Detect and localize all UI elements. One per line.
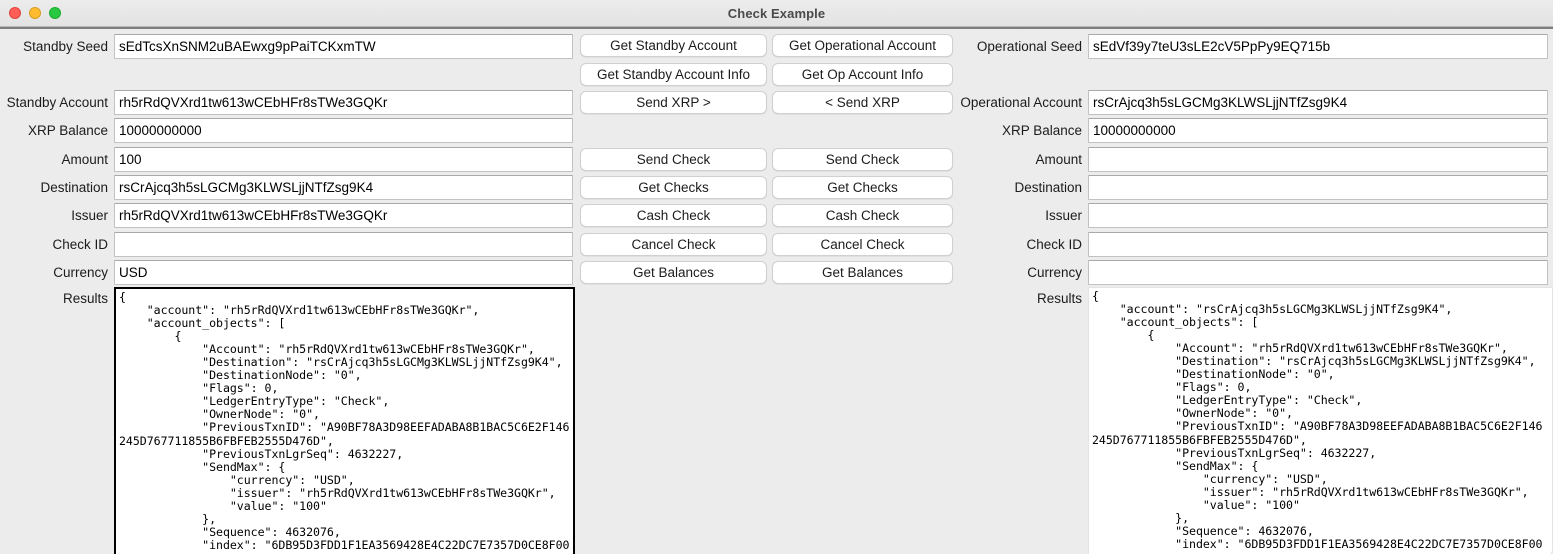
operational-seed-label: Operational Seed <box>976 39 1082 54</box>
operational-get-balances-button[interactable]: Get Balances <box>772 261 953 284</box>
get-standby-account-info-button[interactable]: Get Standby Account Info <box>580 63 767 86</box>
standby-currency-input[interactable]: USD <box>114 260 573 285</box>
standby-check-id-label: Check ID <box>52 237 108 252</box>
standby-currency-label: Currency <box>53 265 108 280</box>
standby-destination-input[interactable]: rsCrAjcq3h5sLGCMg3KLWSLjjNTfZsg9K4 <box>114 175 573 200</box>
main-content: Standby Seed sEdTcsXnSNM2uBAEwxg9pPaiTCK… <box>0 27 1553 554</box>
operational-results-label: Results <box>1036 291 1082 306</box>
operational-amount-input[interactable] <box>1088 147 1548 172</box>
close-button[interactable] <box>9 7 21 19</box>
standby-results-label: Results <box>62 291 108 306</box>
standby-destination-label: Destination <box>40 180 108 195</box>
traffic-light-controls <box>9 7 61 19</box>
operational-seed-input[interactable]: sEdVf39y7teU3sLE2cV5PpPy9EQ715b <box>1088 34 1548 59</box>
operational-xrp-balance-label: XRP Balance <box>1001 123 1082 138</box>
standby-cancel-check-button[interactable]: Cancel Check <box>580 233 767 256</box>
operational-issuer-label: Issuer <box>1045 208 1082 223</box>
standby-amount-label: Amount <box>61 152 108 167</box>
standby-amount-input[interactable]: 100 <box>114 147 573 172</box>
operational-xrp-balance-input[interactable]: 10000000000 <box>1088 118 1548 143</box>
get-standby-account-button[interactable]: Get Standby Account <box>580 34 767 57</box>
operational-cash-check-button[interactable]: Cash Check <box>772 204 953 227</box>
standby-cash-check-button[interactable]: Cash Check <box>580 204 767 227</box>
standby-seed-input[interactable]: sEdTcsXnSNM2uBAEwxg9pPaiTCKxmTW <box>114 34 573 59</box>
operational-destination-label: Destination <box>1014 180 1082 195</box>
operational-get-checks-button[interactable]: Get Checks <box>772 176 953 199</box>
operational-issuer-input[interactable] <box>1088 203 1548 228</box>
standby-check-id-input[interactable] <box>114 232 573 257</box>
standby-account-label: Standby Account <box>6 95 108 110</box>
operational-check-id-input[interactable] <box>1088 232 1548 257</box>
zoom-button[interactable] <box>49 7 61 19</box>
window-title: Check Example <box>727 6 826 21</box>
operational-results-textarea[interactable]: { "account": "rsCrAjcq3h5sLGCMg3KLWSLjjN… <box>1088 287 1553 554</box>
get-op-account-info-button[interactable]: Get Op Account Info <box>772 63 953 86</box>
get-operational-account-button[interactable]: Get Operational Account <box>772 34 953 57</box>
standby-seed-label: Standby Seed <box>23 39 108 54</box>
standby-xrp-balance-input[interactable]: 10000000000 <box>114 118 573 143</box>
operational-currency-input[interactable] <box>1088 260 1548 285</box>
title-bar: Check Example <box>0 0 1553 27</box>
standby-results-textarea[interactable]: { "account": "rh5rRdQVXrd1tw613wCEbHFr8s… <box>114 287 575 554</box>
operational-destination-input[interactable] <box>1088 175 1548 200</box>
operational-cancel-check-button[interactable]: Cancel Check <box>772 233 953 256</box>
operational-account-label: Operational Account <box>960 95 1082 110</box>
send-xrp-left-button[interactable]: < Send XRP <box>772 91 953 114</box>
standby-issuer-input[interactable]: rh5rRdQVXrd1tw613wCEbHFr8sTWe3GQKr <box>114 203 573 228</box>
standby-send-check-button[interactable]: Send Check <box>580 148 767 171</box>
standby-issuer-label: Issuer <box>71 208 108 223</box>
standby-get-balances-button[interactable]: Get Balances <box>580 261 767 284</box>
standby-xrp-balance-label: XRP Balance <box>27 123 108 138</box>
standby-get-checks-button[interactable]: Get Checks <box>580 176 767 199</box>
minimize-button[interactable] <box>29 7 41 19</box>
operational-currency-label: Currency <box>1027 265 1082 280</box>
operational-check-id-label: Check ID <box>1026 237 1082 252</box>
send-xrp-right-button[interactable]: Send XRP > <box>580 91 767 114</box>
standby-account-input[interactable]: rh5rRdQVXrd1tw613wCEbHFr8sTWe3GQKr <box>114 90 573 115</box>
operational-send-check-button[interactable]: Send Check <box>772 148 953 171</box>
operational-account-input[interactable]: rsCrAjcq3h5sLGCMg3KLWSLjjNTfZsg9K4 <box>1088 90 1548 115</box>
operational-amount-label: Amount <box>1035 152 1082 167</box>
